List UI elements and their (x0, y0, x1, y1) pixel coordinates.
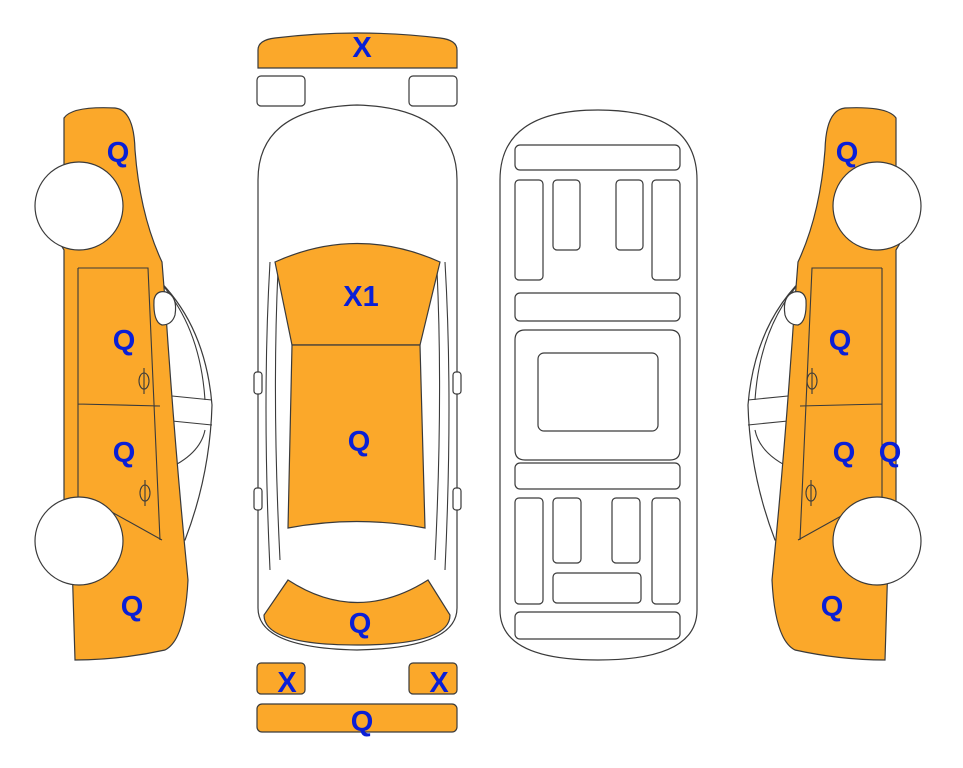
front-bumper-part[interactable] (257, 32, 458, 69)
rear-bumper-part[interactable] (256, 703, 458, 733)
front-left-lamp-part[interactable] (256, 75, 306, 107)
underbody-center-panel (537, 352, 659, 432)
underbody-panel (552, 572, 642, 604)
underbody-panel (611, 497, 641, 564)
left-rear-quarter-label: Q (121, 591, 144, 623)
underbody-panel (514, 497, 544, 605)
rear-left-lamp-part[interactable] (256, 662, 306, 695)
underbody-panel (514, 179, 544, 281)
right-mirror (452, 371, 462, 395)
right-front-door-label: Q (829, 325, 852, 357)
left-panel-lines (77, 267, 163, 541)
left-handle (253, 487, 263, 511)
underbody-panel (514, 462, 681, 490)
right-mirror-side (783, 291, 807, 326)
left-side-glass-line (157, 279, 213, 471)
underbody-panel (514, 292, 681, 322)
rear-left-lamp-label: X (277, 667, 297, 699)
underbody-panel (615, 179, 644, 251)
underbody-panel (552, 497, 582, 564)
roof-part[interactable] (287, 344, 426, 529)
left-window-lines (265, 261, 281, 571)
rear-right-lamp-label: X (429, 667, 449, 699)
left-front-wheel (34, 161, 124, 251)
underbody-panel (651, 497, 681, 605)
rear-right-lamp-part[interactable] (408, 662, 458, 695)
left-rear-door-label: Q (113, 437, 136, 469)
front-bumper-label: X (352, 32, 372, 64)
left-mirror-side (153, 291, 177, 326)
hood-part[interactable] (274, 242, 441, 346)
left-door-handles (138, 368, 151, 506)
right-front-fender-label: Q (836, 137, 859, 169)
right-rocker-label: Q (879, 437, 902, 469)
right-window-lines (434, 261, 450, 571)
left-rear-wheel (34, 496, 124, 586)
underbody-panel (552, 179, 581, 251)
roof-label: Q (348, 426, 371, 458)
right-rear-door-label: Q (833, 437, 856, 469)
trunk-part[interactable] (263, 579, 451, 646)
right-handle (452, 487, 462, 511)
right-door-handles (805, 368, 818, 506)
front-right-lamp-part[interactable] (408, 75, 458, 107)
right-rear-wheel (832, 496, 922, 586)
left-front-door-label: Q (113, 325, 136, 357)
left-front-fender-label: Q (107, 137, 130, 169)
underbody-panel (514, 611, 681, 640)
right-front-wheel (832, 161, 922, 251)
hood-label: X1 (343, 281, 378, 313)
right-rear-quarter-label: Q (821, 591, 844, 623)
trunk-label: Q (349, 608, 372, 640)
rear-bumper-label: Q (351, 706, 374, 738)
underbody-panel (651, 179, 681, 281)
right-side-glass-line (747, 279, 803, 471)
underbody-panel (514, 144, 681, 171)
left-mirror (253, 371, 263, 395)
right-panel-lines (797, 267, 883, 541)
